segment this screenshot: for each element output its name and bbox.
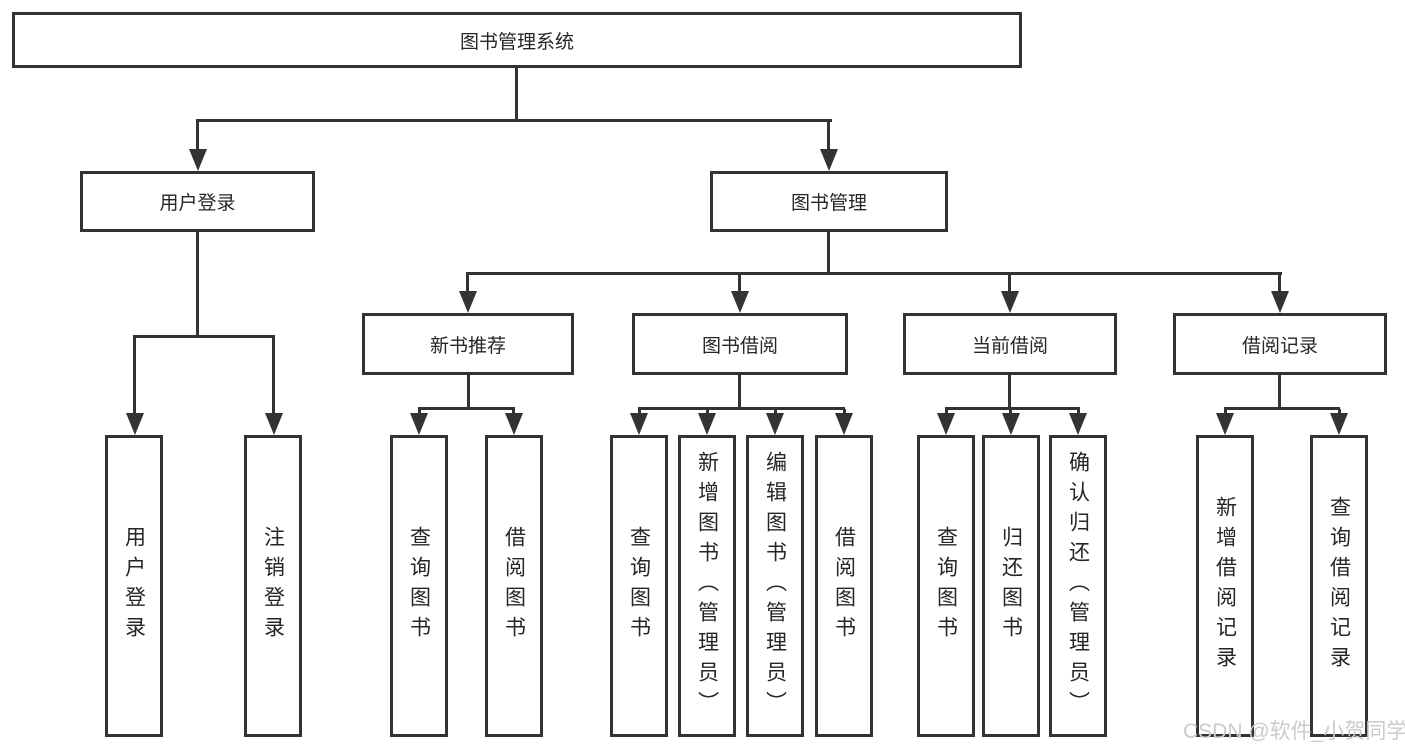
connector-stem [196, 232, 199, 337]
arrow-head [1330, 413, 1348, 435]
connector-drop [706, 409, 709, 415]
leaf-logout-login: 注销登录 [244, 435, 302, 737]
leaf-borrow-add-book-admin: 新增图书（管理员） [678, 435, 736, 737]
leaf-current-confirm-return-admin: 确认归还（管理员） [1049, 435, 1107, 737]
leaf-borrow-edit-book-admin: 编辑图书（管理员） [746, 435, 804, 737]
node-label: 图书管理 [790, 193, 867, 214]
connector-drop [738, 274, 741, 293]
leaf-borrow-query-book: 查询图书 [610, 435, 668, 737]
leaf-label: 借阅图书 [502, 526, 526, 646]
leaf-recommend-query-book: 查询图书 [390, 435, 448, 737]
arrow-head [189, 149, 207, 171]
arrow-head [410, 413, 428, 435]
connector-stem [1278, 375, 1281, 409]
connector-drop [1077, 409, 1080, 415]
connector-drop [196, 121, 199, 151]
node-label: 当前借阅 [971, 335, 1048, 357]
connector-stem [515, 68, 518, 121]
arrow-head [766, 413, 784, 435]
arrow-head [1069, 413, 1087, 435]
arrow-head [731, 291, 749, 313]
leaf-label: 编辑图书（管理员） [763, 451, 787, 721]
leaf-label: 查询图书 [627, 526, 651, 646]
node-new-book-recommendation: 新书推荐 [362, 313, 574, 375]
connector-stem [738, 375, 741, 409]
connector-stem [827, 232, 830, 274]
leaf-label: 用户登录 [122, 526, 146, 646]
arrow-head [459, 291, 477, 313]
connector-drop [843, 409, 846, 415]
leaf-recommend-borrow-book: 借阅图书 [485, 435, 543, 737]
node-borrowing-records: 借阅记录 [1173, 313, 1387, 375]
connector-drop [638, 409, 641, 415]
leaf-label: 新增图书（管理员） [695, 451, 719, 721]
connector-bus [945, 407, 1080, 410]
arrow-head [1271, 291, 1289, 313]
connector-drop [272, 337, 275, 415]
connector-bus [133, 335, 275, 338]
node-label: 新书推荐 [429, 335, 506, 357]
arrow-head [937, 413, 955, 435]
leaf-user-login: 用户登录 [105, 435, 163, 737]
leaf-label: 归还图书 [999, 526, 1023, 646]
node-label: 图书管理系统 [459, 31, 574, 53]
connector-bus [1224, 407, 1340, 410]
node-label: 图书借阅 [701, 335, 778, 357]
connector-drop [466, 274, 469, 293]
connector-bus [638, 407, 845, 410]
node-book-management: 图书管理 [710, 171, 948, 232]
connector-drop [945, 409, 948, 415]
arrow-head [630, 413, 648, 435]
leaf-label: 查询图书 [407, 526, 431, 646]
leaf-current-return-book: 归还图书 [982, 435, 1040, 737]
arrow-head [126, 413, 144, 435]
connector-bus [418, 407, 515, 410]
arrow-head [1216, 413, 1234, 435]
leaf-label: 确认归还（管理员） [1066, 451, 1090, 721]
connector-drop [418, 409, 421, 415]
connector-bus [466, 272, 1282, 275]
arrow-head [698, 413, 716, 435]
leaf-current-query-book: 查询图书 [917, 435, 975, 737]
watermark: CSDN @软件_小贺同学 [1183, 720, 1405, 743]
arrow-head [1001, 291, 1019, 313]
leaf-label: 新增借阅记录 [1213, 496, 1237, 676]
leaf-label: 注销登录 [261, 526, 285, 646]
node-current-borrowing: 当前借阅 [903, 313, 1117, 375]
connector-stem [1008, 375, 1011, 409]
node-user-login: 用户登录 [80, 171, 315, 232]
arrow-head [820, 149, 838, 171]
connector-drop [133, 337, 136, 415]
arrow-head [505, 413, 523, 435]
leaf-label: 借阅图书 [832, 526, 856, 646]
leaf-records-add-record: 新增借阅记录 [1196, 435, 1254, 737]
leaf-label: 查询图书 [934, 526, 958, 646]
connector-drop [1278, 274, 1281, 293]
connector-drop [1338, 409, 1341, 415]
arrow-head [1002, 413, 1020, 435]
leaf-label: 查询借阅记录 [1327, 496, 1351, 676]
arrow-head [835, 413, 853, 435]
connector-drop [512, 409, 515, 415]
connector-drop [1224, 409, 1227, 415]
node-library-management-system: 图书管理系统 [12, 12, 1022, 68]
connector-drop [1008, 274, 1011, 293]
arrow-head [265, 413, 283, 435]
connector-stem [467, 375, 470, 409]
node-book-borrowing: 图书借阅 [632, 313, 848, 375]
connector-drop [1009, 409, 1012, 415]
node-label: 借阅记录 [1241, 335, 1318, 357]
leaf-records-query-record: 查询借阅记录 [1310, 435, 1368, 737]
connector-drop [774, 409, 777, 415]
node-label: 用户登录 [159, 193, 236, 214]
leaf-borrow-borrow-book: 借阅图书 [815, 435, 873, 737]
connector-bus [196, 119, 832, 122]
connector-drop [827, 121, 830, 151]
